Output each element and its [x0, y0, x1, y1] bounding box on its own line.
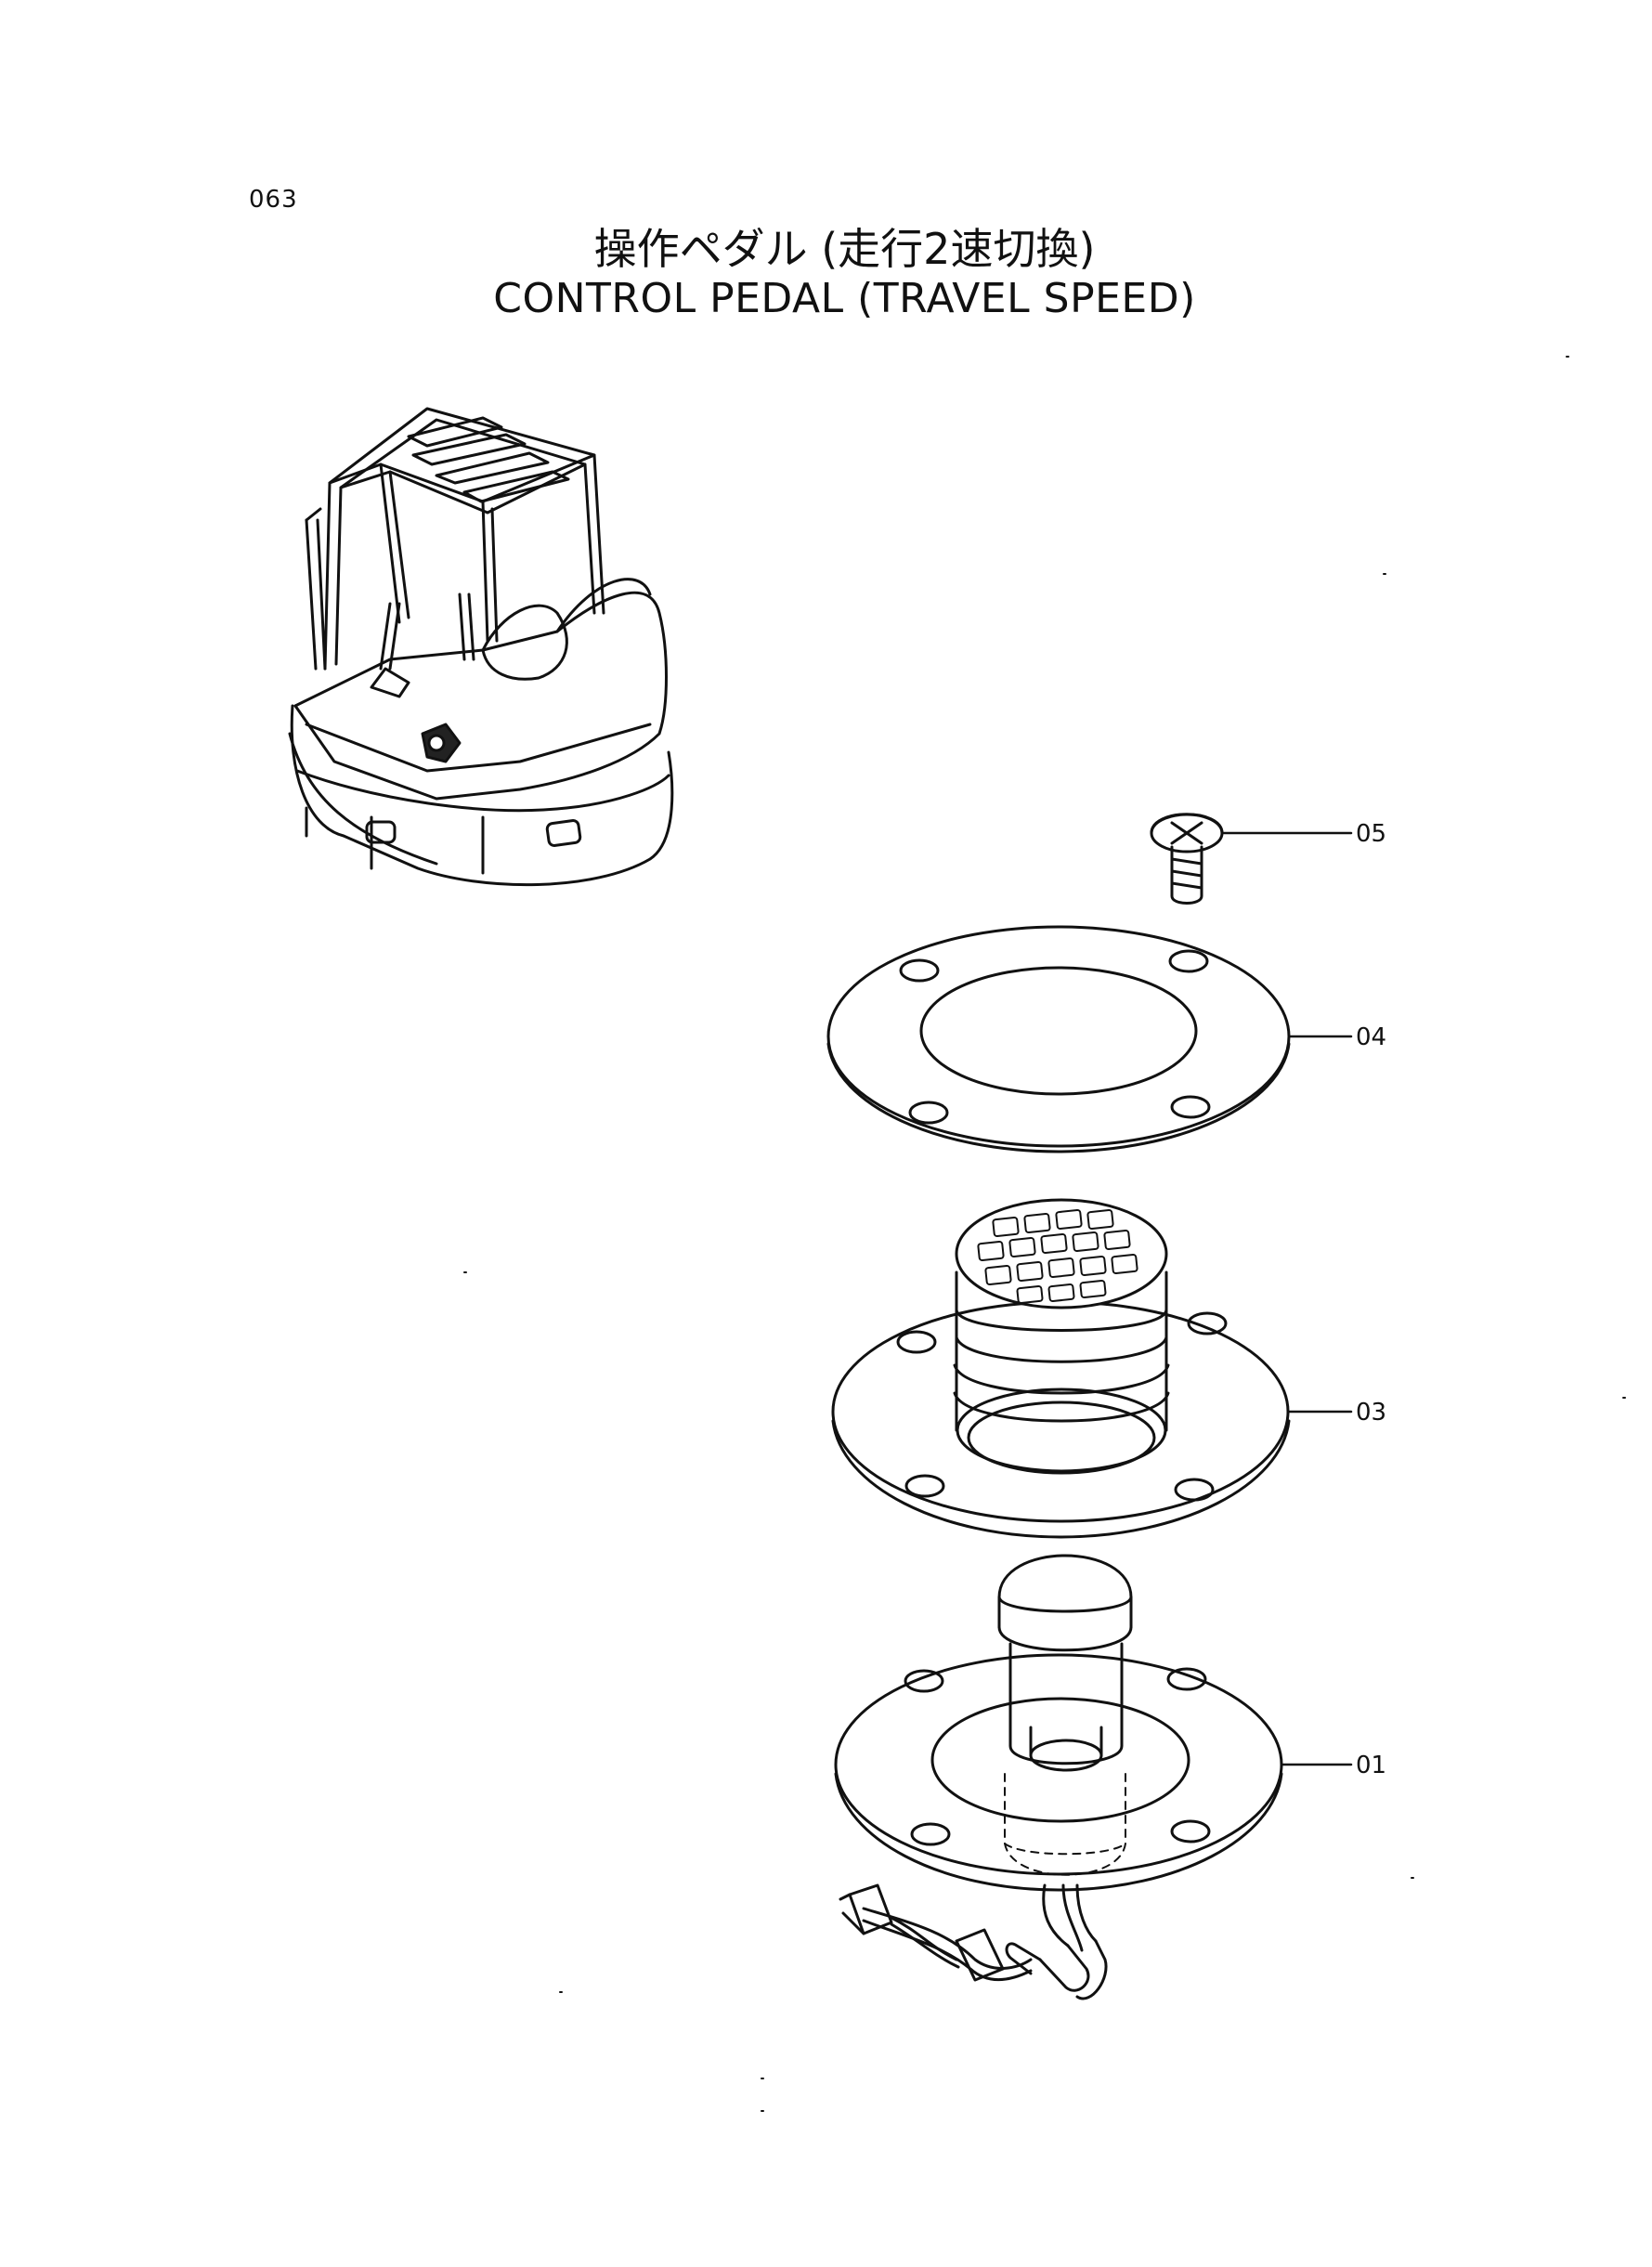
page-number: 063 — [249, 186, 298, 214]
part-04-plate — [826, 925, 1353, 1153]
title-japanese: 操作ペダル (走行2速切換) — [593, 224, 1096, 274]
callout-04-label: 04 — [1356, 1023, 1387, 1051]
part-01-switch — [834, 1554, 1353, 2000]
callout-03-label: 03 — [1356, 1399, 1387, 1427]
callout-05-label: 05 — [1356, 820, 1387, 848]
machine-overview — [288, 407, 674, 887]
title-english: CONTROL PEDAL (TRAVEL SPEED) — [493, 275, 1196, 322]
scan-artifacts — [463, 356, 1626, 2112]
callout-01-label: 01 — [1356, 1752, 1387, 1779]
part-05-screw — [1150, 813, 1353, 905]
part-03-pedal-cover — [831, 1198, 1353, 1539]
